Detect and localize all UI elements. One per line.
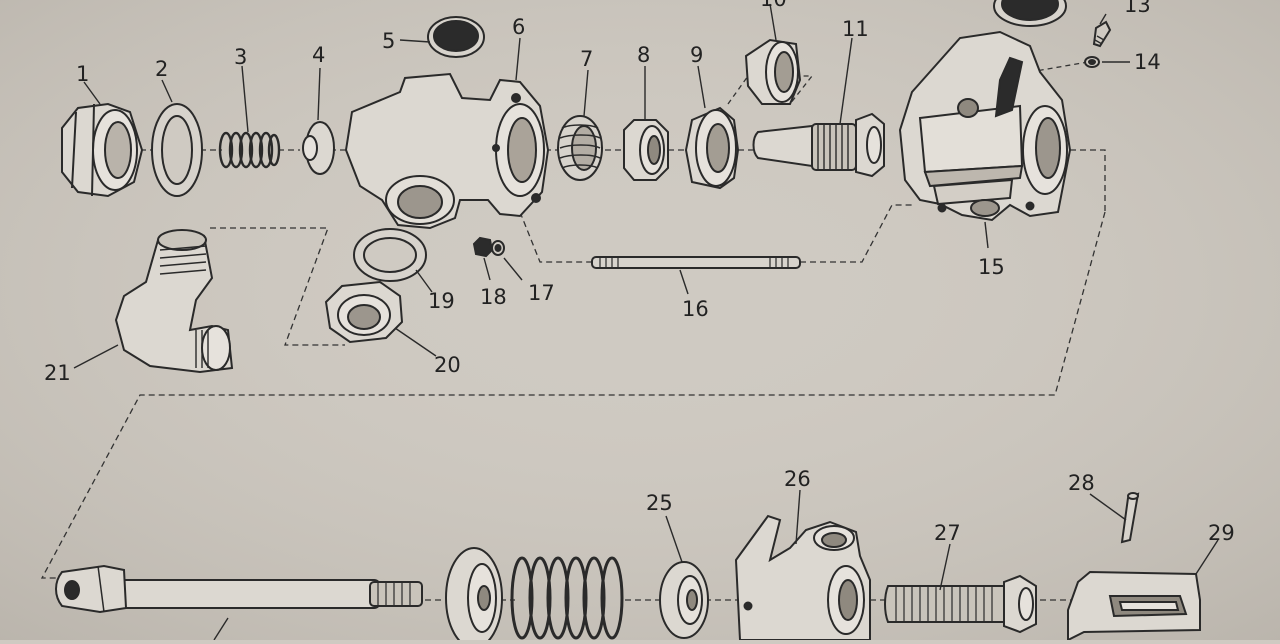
label-1: 1 bbox=[76, 62, 89, 86]
label-28: 28 bbox=[1068, 471, 1095, 495]
part-29-clevis bbox=[1067, 570, 1201, 642]
label-3: 3 bbox=[234, 45, 247, 69]
label-19: 19 bbox=[428, 289, 455, 313]
part-4-valve-disc bbox=[302, 121, 335, 175]
part-spring-seat bbox=[445, 547, 503, 644]
label-5: 5 bbox=[382, 29, 395, 53]
label-26: 26 bbox=[784, 467, 811, 491]
label-15: 15 bbox=[978, 255, 1005, 279]
label-8: 8 bbox=[637, 43, 650, 67]
part-8-hex-nut bbox=[623, 119, 669, 181]
label-18: 18 bbox=[480, 285, 507, 309]
part-1-union-nut bbox=[61, 102, 144, 198]
part-26-cylinder-head bbox=[734, 514, 871, 641]
label-2: 2 bbox=[155, 57, 168, 81]
part-17-washer bbox=[491, 240, 505, 256]
part-13-screw bbox=[1092, 20, 1112, 48]
part-20-hex-nut bbox=[324, 280, 404, 344]
part-10-bushing bbox=[744, 38, 802, 105]
part-15-housing bbox=[898, 30, 1072, 222]
part-19-gasket bbox=[353, 228, 427, 282]
label-14: 14 bbox=[1134, 50, 1161, 74]
part-shaft bbox=[55, 564, 423, 614]
part-9-sleeve bbox=[684, 106, 740, 190]
label-11: 11 bbox=[842, 17, 869, 41]
label-20: 20 bbox=[434, 353, 461, 377]
part-main-spring bbox=[510, 556, 624, 640]
label-9: 9 bbox=[690, 43, 703, 67]
part-7-threaded-bush bbox=[557, 115, 603, 181]
part-16-tie-rod bbox=[591, 256, 801, 269]
part-14-washer bbox=[1084, 56, 1100, 68]
label-27: 27 bbox=[934, 521, 961, 545]
part-27-adjusting-screw bbox=[884, 574, 1037, 634]
part-25-spring-cup bbox=[659, 561, 709, 639]
part-28-pin bbox=[1120, 492, 1140, 544]
label-17: 17 bbox=[528, 281, 555, 305]
label-21: 21 bbox=[44, 361, 71, 385]
label-6: 6 bbox=[512, 15, 525, 39]
label-29: 29 bbox=[1208, 521, 1235, 545]
part-15-cap bbox=[993, 0, 1067, 27]
label-4: 4 bbox=[312, 43, 325, 67]
part-5-cap bbox=[427, 16, 485, 58]
label-25: 25 bbox=[646, 491, 673, 515]
label-13: 13 bbox=[1124, 0, 1151, 17]
label-10: 10 bbox=[760, 0, 787, 11]
label-7: 7 bbox=[580, 47, 593, 71]
part-21-elbow bbox=[114, 229, 234, 374]
part-labels: 1 2 3 4 5 6 7 8 9 10 11 13 14 15 16 17 1… bbox=[44, 0, 1235, 545]
part-3-spring bbox=[218, 131, 281, 169]
label-16: 16 bbox=[682, 297, 709, 321]
part-11-threaded-stem bbox=[752, 112, 885, 178]
part-6-valve-body bbox=[344, 72, 550, 230]
part-2-washer bbox=[151, 103, 203, 197]
label-leaders bbox=[73, 3, 1219, 641]
part-18-nut bbox=[472, 236, 494, 258]
